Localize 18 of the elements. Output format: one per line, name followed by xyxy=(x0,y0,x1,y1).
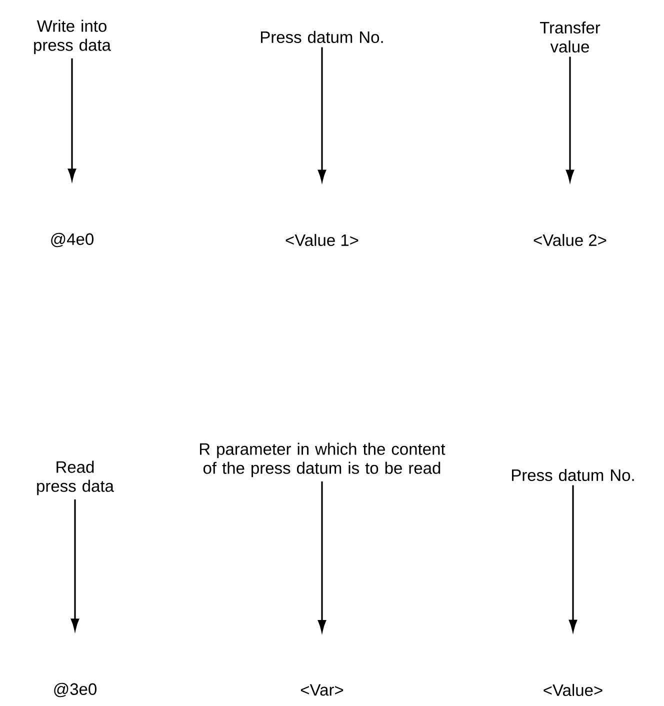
arrow xyxy=(568,485,578,632)
description-text: Press datum No. xyxy=(512,468,634,482)
arrow xyxy=(70,499,80,630)
code-text: <Value 1> xyxy=(286,234,358,246)
arrow xyxy=(318,47,326,182)
description-text: Read press data xyxy=(37,460,114,496)
description-text: Press datum No. xyxy=(261,30,383,44)
arrow xyxy=(68,58,76,180)
code-text: <Value 2> xyxy=(534,234,606,246)
description-text: R parameter in which the content of the press datum is to be read xyxy=(200,442,446,478)
arrow xyxy=(566,56,574,182)
arrow xyxy=(318,481,326,632)
code-text: <Var> xyxy=(300,684,344,696)
code-text: @4e0 xyxy=(51,232,94,248)
code-text: <Value> xyxy=(544,684,602,696)
description-text: Write into press data xyxy=(34,20,111,54)
description-text: Transfer value xyxy=(540,21,600,53)
code-text: @3e0 xyxy=(54,682,96,698)
